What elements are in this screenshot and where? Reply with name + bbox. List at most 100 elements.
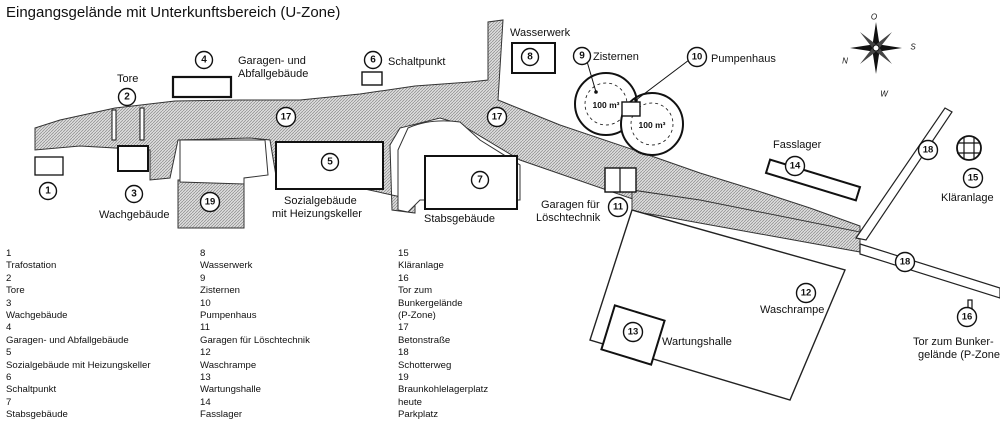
marker-16[interactable]: 16 (956, 306, 978, 328)
svg-text:3: 3 (131, 189, 137, 200)
legend-entry: (P-Zone) (398, 310, 436, 322)
marker-3[interactable]: 3 (124, 184, 144, 204)
marker-18-east[interactable]: 18 (894, 251, 916, 273)
label-loesch-2: Löschtechnik (536, 212, 601, 224)
legend-entry: Garagen für Löschtechnik (200, 334, 310, 346)
gravel-path (854, 107, 953, 241)
barrel-store-building (764, 158, 862, 202)
svg-text:14: 14 (790, 161, 801, 172)
marker-4[interactable]: 4 (194, 50, 214, 70)
svg-text:17: 17 (492, 112, 503, 123)
marker-13[interactable]: 13 (622, 321, 644, 343)
cistern-left-capacity: 100 m³ (593, 100, 620, 110)
marker-9[interactable]: 9 (572, 46, 592, 66)
svg-text:15: 15 (968, 173, 979, 184)
legend-entry: Bunkergelände (398, 297, 463, 309)
sewage-plant-symbol (956, 135, 982, 161)
svg-text:12: 12 (801, 288, 812, 299)
legend-entry: 3 (6, 297, 12, 309)
legend-entry: Trafostation (6, 260, 57, 272)
legend-entry: 8 (200, 248, 206, 259)
label-fasslager: Fasslager (773, 139, 822, 151)
svg-text:16: 16 (962, 312, 973, 323)
legend-entry: 2 (6, 272, 12, 284)
legend-entry: 9 (200, 272, 206, 284)
legend-entry: 18 (398, 347, 409, 359)
pump-house-building (621, 101, 641, 117)
compass-o: O (871, 13, 877, 22)
svg-text:18: 18 (900, 257, 911, 268)
legend-entry: Schaltpunkt (6, 384, 57, 396)
label-wachgebaeude: Wachgebäude (99, 209, 170, 221)
compass-rose: O S W N (842, 13, 916, 99)
legend-entry: 12 (200, 347, 211, 359)
svg-text:10: 10 (692, 52, 703, 63)
legend-entry: Braunkohlelagerplatz (398, 384, 489, 396)
label-sozial-2: mit Heizungskeller (272, 208, 362, 220)
legend-entry: Tor zum (398, 285, 433, 297)
svg-text:11: 11 (613, 202, 624, 213)
legend-entry: 7 (6, 396, 12, 408)
compass-w: W (880, 90, 889, 99)
marker-8[interactable]: 8 (520, 47, 540, 67)
staff-building (424, 155, 518, 210)
label-tor-1: Tor zum Bunker- (913, 336, 994, 348)
marker-17-west[interactable]: 17 (275, 106, 297, 128)
legend-entry: Garagen- und Abfallgebäude (6, 334, 129, 346)
svg-text:2: 2 (124, 92, 130, 103)
svg-text:6: 6 (370, 55, 376, 66)
legend-entry: heute (398, 396, 423, 408)
legend-entry: 4 (6, 322, 12, 334)
label-waschrampe: Waschrampe (760, 304, 824, 316)
svg-text:8: 8 (527, 52, 533, 63)
marker-10[interactable]: 10 (686, 46, 708, 68)
legend-entry: 14 (200, 396, 211, 408)
marker-12[interactable]: 12 (795, 282, 817, 304)
svg-text:7: 7 (477, 175, 483, 186)
label-tor-2: gelände (P-Zone) (918, 349, 1000, 361)
legend-entry: 15 (398, 248, 409, 259)
legend-entry: 13 (200, 372, 211, 384)
compass-n: N (842, 57, 848, 66)
compass-s: S (910, 43, 916, 52)
marker-5[interactable]: 5 (320, 152, 340, 172)
gate-bars (111, 109, 117, 141)
transformer-station (34, 156, 64, 176)
marker-15[interactable]: 15 (962, 167, 984, 189)
marker-6[interactable]: 6 (363, 50, 383, 70)
svg-text:13: 13 (628, 327, 639, 338)
legend-entry: 19 (398, 372, 409, 384)
legend-entry: 16 (398, 272, 409, 284)
legend-entry: Zisternen (200, 285, 240, 297)
label-garagen-2: Abfallgebäude (238, 68, 308, 80)
legend-entry: 1 (6, 248, 12, 259)
legend-entry: 17 (398, 322, 409, 334)
label-sozial-1: Sozialgebäude (284, 195, 357, 207)
switch-point-building (361, 71, 383, 86)
gate-bars-2 (139, 107, 145, 141)
map-title: Eingangsgelände mit Unterkunftsbereich (… (6, 4, 341, 21)
marker-2[interactable]: 2 (117, 87, 137, 107)
svg-text:4: 4 (201, 55, 207, 66)
marker-17-east[interactable]: 17 (486, 106, 508, 128)
legend-entry: 11 (200, 322, 210, 334)
svg-text:1: 1 (45, 186, 51, 197)
legend-entry: Betonstraße (398, 334, 451, 346)
marker-7[interactable]: 7 (470, 170, 490, 190)
legend-entry: Tore (6, 285, 25, 297)
marker-18-north[interactable]: 18 (917, 139, 939, 161)
legend-entry: 6 (6, 372, 12, 384)
label-tore: Tore (117, 73, 138, 85)
label-pumpenhaus: Pumpenhaus (711, 53, 776, 65)
marker-1[interactable]: 1 (38, 181, 58, 201)
marker-19[interactable]: 19 (199, 191, 221, 213)
label-wasserwerk: Wasserwerk (510, 27, 571, 39)
marker-11[interactable]: 11 (607, 196, 629, 218)
legend-entry: 10 (200, 297, 211, 309)
svg-text:17: 17 (281, 112, 292, 123)
marker-14[interactable]: 14 (784, 155, 806, 177)
